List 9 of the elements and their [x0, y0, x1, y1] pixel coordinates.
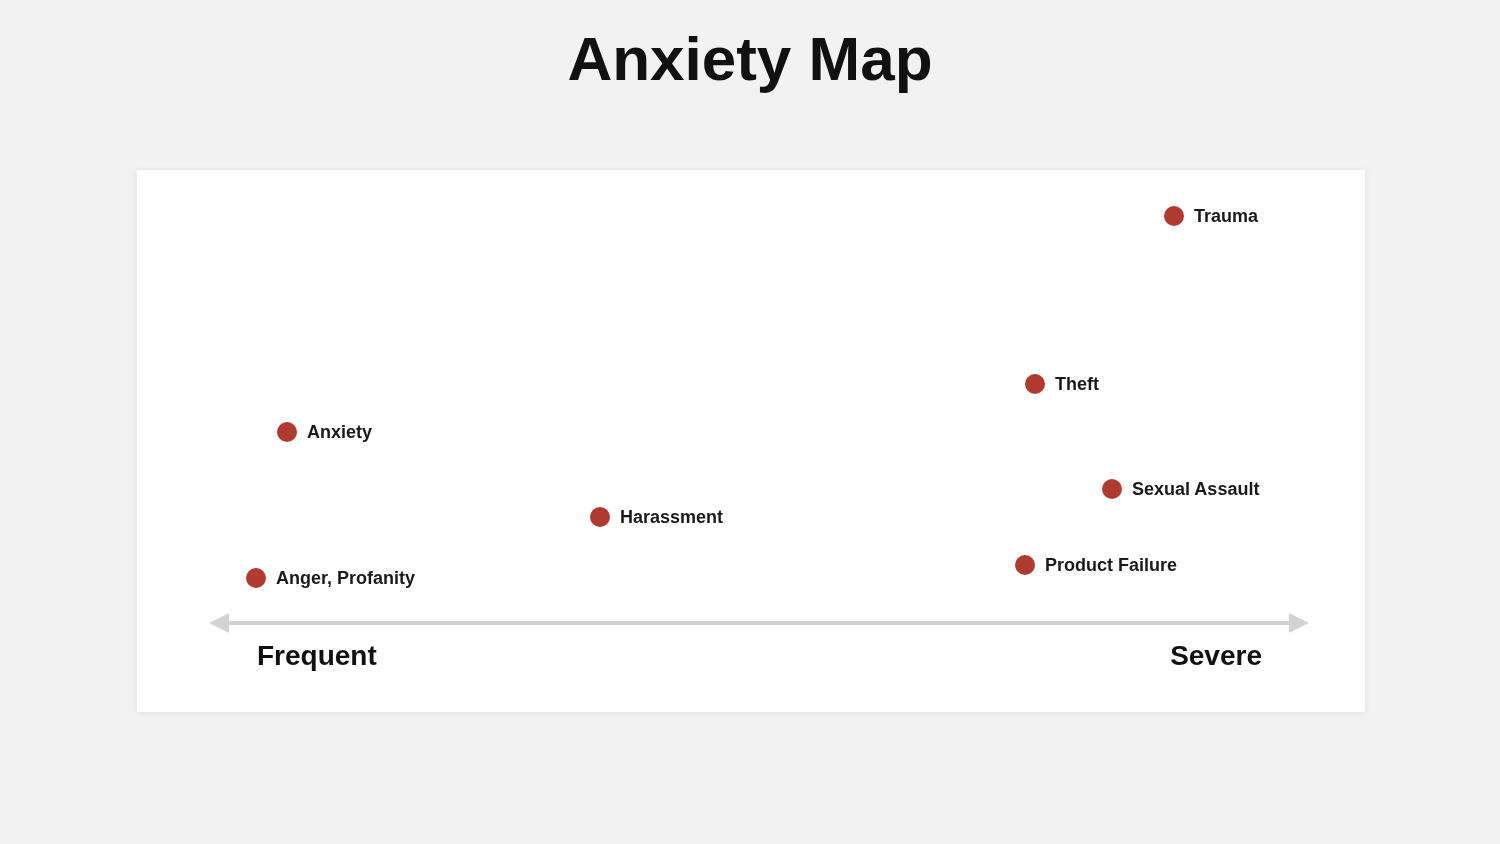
point-label: Product Failure	[1045, 556, 1178, 574]
axis-label: Frequent	[257, 642, 377, 670]
point-label: Anxiety	[307, 423, 373, 441]
point-label: Anger, Profanity	[276, 569, 416, 587]
point-label: Harassment	[620, 508, 724, 526]
point-label: Sexual Assault	[1132, 480, 1260, 498]
axis-label: Severe	[1170, 642, 1262, 670]
point-label: Theft	[1055, 375, 1099, 393]
point-label: Trauma	[1194, 207, 1259, 225]
